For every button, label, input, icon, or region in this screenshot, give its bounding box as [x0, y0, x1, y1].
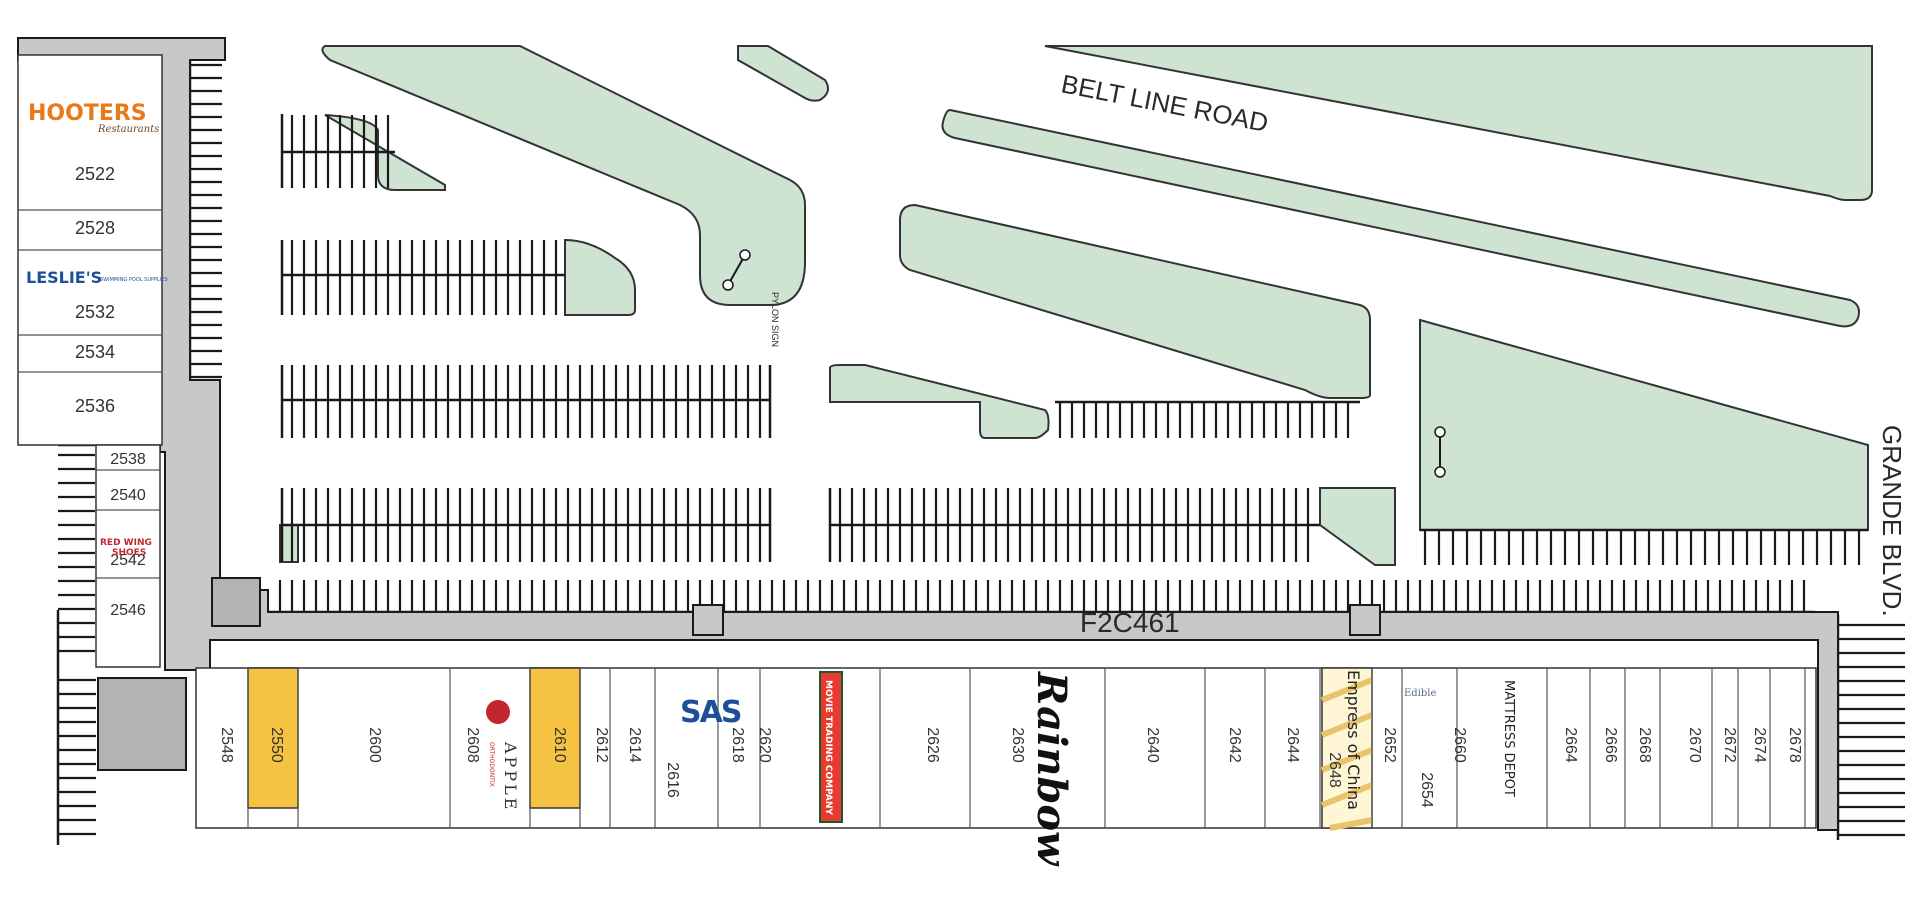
apple-logo-icon [486, 700, 510, 724]
unit-label: 2666 [1602, 727, 1619, 763]
unit-label: 2546 [110, 602, 146, 619]
unit-label: 2678 [1786, 727, 1803, 763]
unit-label: 2620 [756, 727, 773, 763]
pylon-sign-label: PYLON SIGN [770, 292, 780, 347]
unit-label: 2668 [1636, 727, 1653, 763]
mattress-logo-text: MATTRESS DEPOT [1501, 680, 1516, 797]
green-area-top-right [1044, 45, 1873, 201]
west-unit-labels: 2522 2528 2532 2534 2536 [75, 164, 115, 416]
unit-label: 2614 [626, 727, 643, 763]
unit-label: 2672 [1721, 727, 1738, 763]
unit-label: 2610 [551, 727, 568, 763]
leslies-logo-subtext: SWIMMING POOL SUPPLIES [100, 277, 168, 283]
tenant-logos: HOOTERS Restaurants LESLIE'S SWIMMING PO… [26, 101, 1516, 867]
unit-label: 2540 [110, 487, 146, 504]
green-area-diagonal [321, 45, 806, 306]
site-code-label: F2C461 [1080, 607, 1180, 638]
unit-label: 2608 [464, 727, 481, 763]
green-area-left-mid [564, 238, 636, 316]
edible-logo-text: Edible [1404, 688, 1436, 699]
green-area-empress-lot [1319, 487, 1396, 566]
pylon-sign-top [739, 249, 751, 261]
unit-label: 2600 [366, 727, 383, 763]
entry-vestibule-2 [1349, 604, 1381, 636]
apple-logo-text: APPLE [501, 741, 520, 812]
empress-hatch-lines [1320, 677, 1374, 831]
unit-label: 2536 [75, 396, 115, 416]
unit-label: 2542 [110, 552, 146, 569]
green-area-center [899, 203, 1371, 399]
green-area-east [1419, 318, 1869, 531]
green-area-mid-lot [829, 364, 1050, 439]
green-area-strip [737, 45, 830, 102]
building-walkway-west [17, 37, 1839, 831]
green-area-road-strip [941, 108, 1860, 328]
unit-label: 2626 [924, 727, 941, 763]
buildings [17, 37, 1839, 831]
road-label-grande: GRANDE BLVD. [1877, 425, 1907, 617]
unit-label: 2522 [75, 164, 115, 184]
empress-logo-text: Empress of China [1344, 670, 1363, 810]
movie-logo-text: MOVIE TRADING COMPANY [823, 680, 833, 815]
unit-label: 2532 [75, 302, 115, 322]
unit-dividers [247, 668, 1806, 828]
unit-label: 2534 [75, 342, 115, 362]
unit-label: 2538 [110, 451, 146, 468]
unit-label: 2618 [729, 727, 746, 763]
hooters-logo-subtext: Restaurants [97, 124, 159, 135]
building-south-units [195, 667, 1817, 829]
unit-label: 2648 [1326, 752, 1343, 788]
sas-logo-text: SAS [680, 695, 741, 730]
unit-2610-highlight [529, 667, 581, 809]
unit-label: 2630 [1009, 727, 1026, 763]
leslies-logo-text: LESLIE'S [26, 268, 102, 287]
building-service-block [97, 677, 187, 771]
unit-label: 2670 [1686, 727, 1703, 763]
unit-label: 2664 [1562, 727, 1579, 763]
unit-label: 2612 [593, 727, 610, 763]
unit-label: 2640 [1144, 727, 1161, 763]
unit-label: 2660 [1451, 727, 1468, 763]
unit-label: 2528 [75, 218, 115, 238]
west-dividers [18, 209, 162, 579]
pylon-sign-base [722, 279, 734, 291]
hooters-logo-text: HOOTERS [28, 101, 147, 126]
redwing-logo-text: RED WING [100, 538, 152, 548]
unit-label: 2644 [1284, 727, 1301, 763]
unit-label: 2548 [218, 727, 235, 763]
unit-label: 2652 [1381, 727, 1398, 763]
unit-label: 2616 [664, 762, 681, 798]
apple-logo-subtext: ORTHODONTIX [488, 742, 495, 787]
unit-label: 2674 [1751, 727, 1768, 763]
east-light-top [1434, 426, 1446, 438]
building-mid-units [95, 444, 161, 668]
mid-unit-labels: 2538 2540 2542 2546 [110, 451, 146, 619]
unit-label: 2550 [268, 727, 285, 763]
movie-logo-icon [819, 671, 843, 823]
unit-label: 2642 [1226, 727, 1243, 763]
green-areas [279, 45, 1873, 566]
parking-stall-group [58, 63, 1905, 837]
east-light-base [1434, 466, 1446, 478]
rainbow-logo-text: Rainbow [1028, 671, 1075, 867]
unit-label: 2654 [1418, 772, 1435, 808]
south-unit-labels: 2548 2550 2600 2608 2610 2612 2614 2616 2618 2620… [218, 727, 1803, 808]
building-service-block-2 [211, 577, 261, 627]
entry-vestibule-1 [692, 604, 724, 636]
redwing-logo-subtext: SHOES [112, 548, 146, 558]
